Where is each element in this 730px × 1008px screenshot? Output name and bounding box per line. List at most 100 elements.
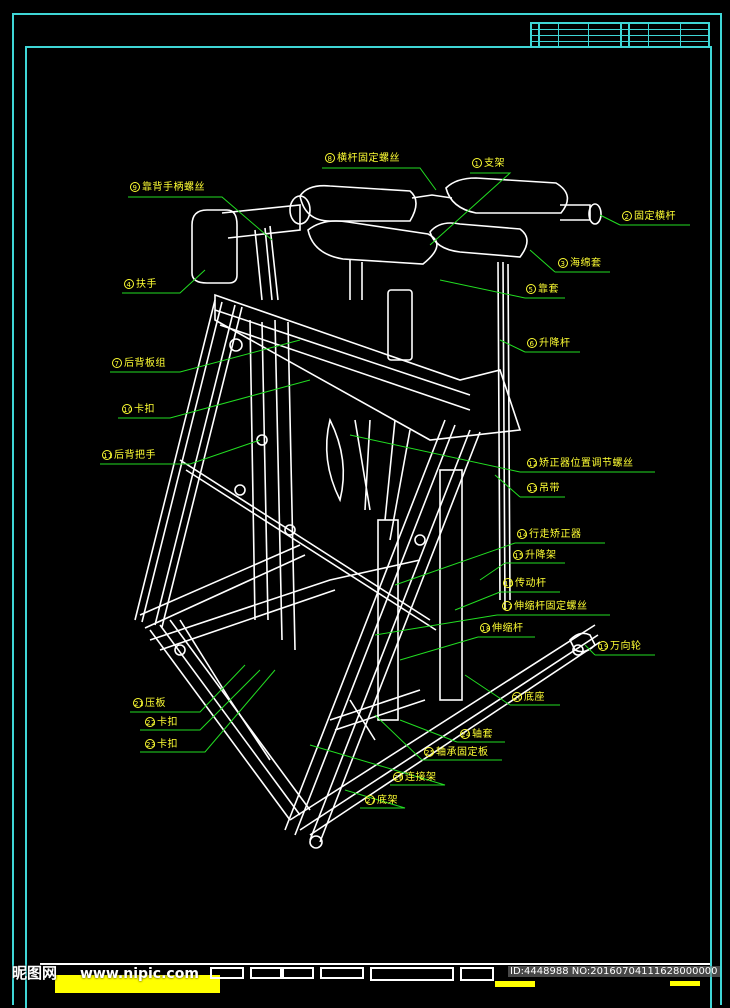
callout-label: 16传动杆 [503,578,547,589]
callout-number: 22 [145,717,156,727]
callout-text: 横杆固定螺丝 [337,153,400,164]
callout-text: 卡扣 [157,739,178,750]
sponge-roll-right [445,177,569,214]
callout-text: 升降杆 [539,338,571,349]
sponge-roll-left [299,184,417,222]
leader-l13 [494,474,565,498]
title-cell [250,967,284,979]
callout-number: 20 [512,692,523,702]
callout-label: 10卡扣 [122,404,155,415]
title-cell [280,967,314,979]
callout-number: 10 [122,404,133,414]
callout-label: 24轴套 [460,729,493,740]
callout-text: 靠背手柄螺丝 [142,182,205,193]
callout-text: 矫正器位置调节螺丝 [539,458,634,469]
title-cell [210,967,244,979]
leader-l15 [479,562,565,581]
callout-number: 8 [325,153,335,163]
leader-l22 [140,669,261,731]
callout-text: 伸缩杆固定螺丝 [514,601,588,612]
callout-number: 25 [424,747,435,757]
callout-label: 12矫正器位置调节螺丝 [527,458,634,469]
callout-label: 21压板 [133,698,166,709]
callout-number: 15 [513,550,524,560]
title-cell [320,967,364,979]
leader-l5 [122,269,206,294]
callout-number: 5 [526,284,536,294]
watermark-site-cn: 昵图网 [12,964,58,982]
title-cell [370,967,454,981]
title-block-top [530,22,710,46]
callout-text: 卡扣 [157,717,178,728]
callout-number: 11 [102,450,113,460]
callout-text: 万向轮 [610,641,642,652]
leader-l16 [454,591,560,611]
leader-l2 [322,167,437,191]
callout-text: 底架 [377,795,398,806]
leader-l18 [399,636,535,661]
leader-l8 [499,339,580,353]
callout-number: 14 [517,529,528,539]
diagonal-brace [284,419,481,843]
base-rail [289,624,601,836]
callout-number: 16 [503,578,514,588]
leader-l4 [599,214,690,226]
callout-text: 连接架 [405,772,437,783]
leader-lines [100,167,690,809]
callout-text: 后背板组 [124,358,166,369]
callout-text: 靠套 [538,284,559,295]
leader-l3 [429,172,512,246]
leader-l19 [584,644,655,656]
callout-label: 25轴承固定板 [424,747,489,758]
callout-number: 12 [527,458,538,468]
callout-number: 6 [527,338,537,348]
watermark-id: ID:4448988 NO:20160704111628000000 [508,966,720,977]
callout-text: 升降架 [525,550,557,561]
callout-number: 7 [112,358,122,368]
frame-linework [134,177,602,849]
title-cell [460,967,494,981]
title-block-bottom [40,963,710,995]
callout-label: 26连接架 [393,772,437,783]
leader-l20 [464,674,560,706]
callout-label: 22卡扣 [145,717,178,728]
callout-label: 18伸缩杆 [480,623,524,634]
leader-l25 [374,714,502,761]
callout-text: 轴套 [472,729,493,740]
callout-number: 9 [130,182,140,192]
title-block-yellow-field [55,975,220,993]
back-panel [214,293,522,441]
callout-label: 19万向轮 [598,641,642,652]
callout-number: 3 [558,258,568,268]
callout-number: 2 [622,211,632,221]
leader-l23 [140,669,276,753]
callout-label: 11后背把手 [102,450,156,461]
leader-l12 [349,434,655,473]
leader-l17 [374,614,610,636]
callout-number: 18 [480,623,491,633]
callout-text: 固定横杆 [634,211,676,222]
callout-label: 27底架 [365,795,398,806]
callout-label: 20底座 [512,692,545,703]
callout-text: 底座 [524,692,545,703]
callout-text: 压板 [145,698,166,709]
callout-number: 23 [145,739,156,749]
leader-l14 [394,542,605,586]
callout-number: 27 [365,795,376,805]
sponge-roll-front [307,220,438,265]
drawing-outer-border [12,13,722,1005]
callout-text: 轴承固定板 [436,747,489,758]
watermark-site-url: www.nipic.com [80,966,199,982]
callout-label: 15升降架 [513,550,557,561]
callout-number: 13 [527,483,538,493]
callout-number: 21 [133,698,144,708]
callout-text: 海绵套 [570,258,602,269]
callout-number: 26 [393,772,404,782]
leader-l26 [309,744,446,786]
